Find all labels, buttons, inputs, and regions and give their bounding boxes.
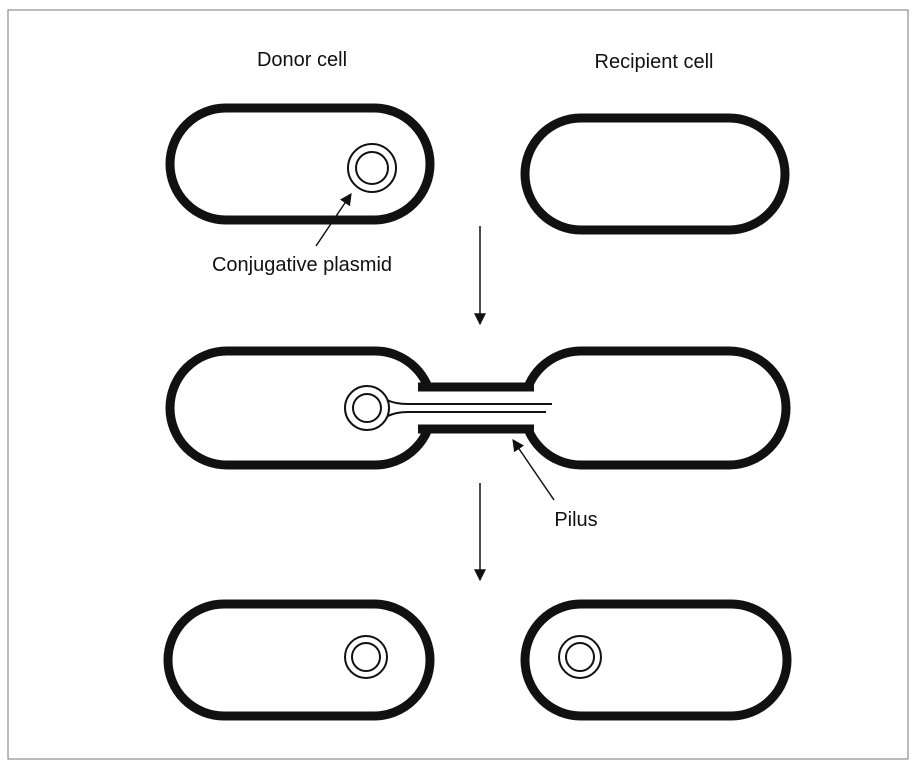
recipient-cell-initial bbox=[525, 118, 785, 230]
conjugating-cells bbox=[170, 308, 786, 465]
recipient-cell-conjugating bbox=[524, 351, 786, 465]
donor-cell-label: Donor cell bbox=[257, 49, 347, 71]
donor-cell-conjugating bbox=[170, 351, 432, 465]
donor-cell-initial bbox=[170, 108, 430, 220]
conjugative-plasmid-label: Conjugative plasmid bbox=[212, 254, 392, 276]
recipient-cell-label: Recipient cell bbox=[595, 51, 714, 73]
recipient-cell-final bbox=[525, 604, 787, 716]
pilus-label: Pilus bbox=[554, 509, 597, 531]
donor-cell-final bbox=[168, 604, 430, 716]
